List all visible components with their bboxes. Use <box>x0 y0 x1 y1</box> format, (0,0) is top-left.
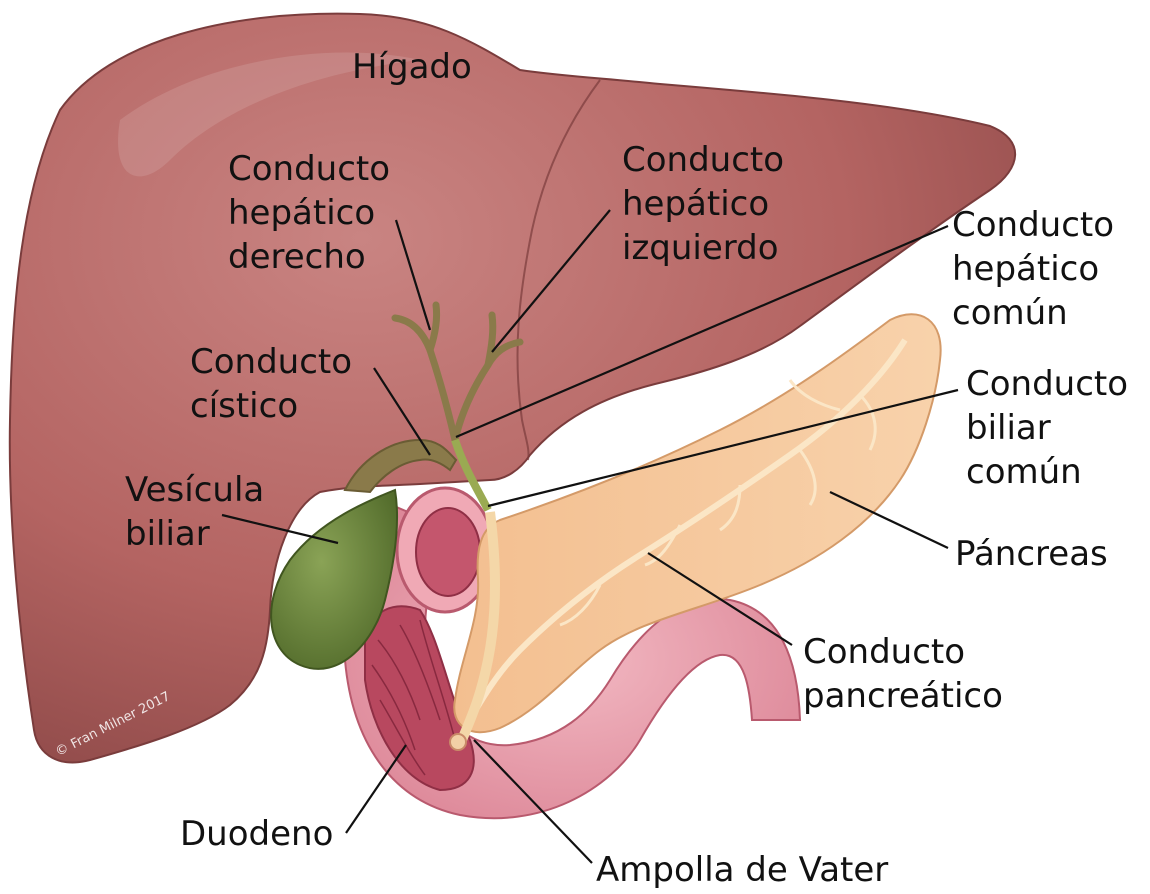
label-conducto-hepatico-comun: Conducto hepático común <box>952 205 1115 333</box>
leader-vesicula-biliar <box>221 513 339 545</box>
duodenum-lumen <box>364 605 475 792</box>
label-conducto-cistico: Conducto cístico <box>190 342 353 426</box>
leader-duodeno <box>345 744 407 834</box>
leader-conducto-biliar-comun <box>487 388 959 508</box>
leader-conducto-hepatico-comun <box>455 224 949 439</box>
label-ampolla-de-vater: Ampolla de Vater <box>596 850 889 890</box>
leader-conducto-cistico <box>373 367 431 456</box>
common-bile-duct-lower <box>457 511 500 742</box>
pancreas <box>453 313 942 734</box>
common-bile-duct <box>451 438 492 512</box>
label-conducto-biliar-comun: Conducto biliar común <box>966 364 1129 492</box>
ampulla-of-vater <box>449 733 467 751</box>
label-duodeno: Duodeno <box>180 814 334 854</box>
label-vesicula-biliar: Vesícula biliar <box>125 470 265 554</box>
leader-conducto-hepatico-derecho <box>394 219 432 331</box>
leader-ampolla-de-vater <box>473 739 593 864</box>
liver-highlight <box>118 52 420 177</box>
duodenum-folds <box>371 619 456 776</box>
label-higado: Hígado <box>352 47 472 87</box>
label-conducto-hepatico-izquierdo: Conducto hepático izquierdo <box>622 140 785 268</box>
label-pancreas: Páncreas <box>955 534 1108 574</box>
label-conducto-pancreatico: Conducto pancreático <box>803 632 1003 716</box>
liver <box>8 12 1017 764</box>
leader-conducto-pancreatico <box>647 552 793 646</box>
label-conducto-hepatico-derecho: Conducto hepático derecho <box>228 149 391 277</box>
leader-conducto-hepatico-izquierdo <box>491 209 611 353</box>
hepatic-ducts <box>391 301 524 444</box>
leader-lines <box>221 209 959 864</box>
duodenal-bulb-lumen <box>415 507 481 597</box>
gallbladder <box>270 488 398 670</box>
pancreatic-duct-branches <box>559 379 877 627</box>
liver-lobe-fissure <box>516 79 601 461</box>
leader-pancreas <box>829 491 949 549</box>
